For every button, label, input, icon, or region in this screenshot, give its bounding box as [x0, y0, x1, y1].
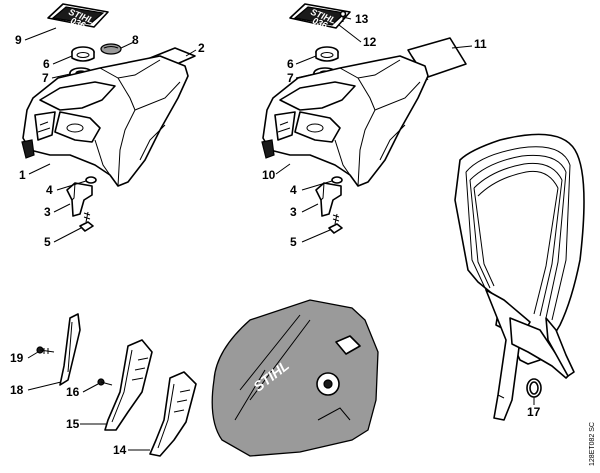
callout-2: 2: [198, 41, 205, 55]
screw-16: [97, 378, 113, 386]
callout-3-right: 3: [290, 205, 297, 219]
callout-19: 19: [10, 351, 24, 365]
screw-19: [36, 346, 55, 354]
callout-9: 9: [15, 33, 22, 47]
grommet-6: [71, 46, 95, 62]
shroud-10: [261, 55, 429, 187]
ring-17: [526, 378, 542, 398]
callout-12: 12: [363, 35, 377, 49]
screw-5-right: [328, 213, 343, 234]
plug-8: [100, 43, 122, 55]
bracket-3: [66, 182, 93, 217]
left-shroud-assembly: STIHL 036: [21, 3, 196, 232]
callout-4-left: 4: [46, 183, 53, 197]
decal-9: STIHL 036: [47, 3, 109, 31]
callout-17: 17: [527, 405, 541, 419]
right-shroud-assembly: STIHL 036: [261, 3, 467, 234]
screw-5: [79, 211, 94, 232]
shroud-1: [21, 55, 189, 187]
sprocket-cover: STIHL: [211, 299, 379, 457]
leader-lines: [24, 16, 535, 451]
part-18: [59, 313, 81, 386]
grommet-6-right: [315, 46, 339, 62]
plate-15: [104, 339, 153, 431]
callout-14: 14: [113, 443, 127, 457]
callout-8: 8: [132, 33, 139, 47]
callout-16: 16: [66, 385, 80, 399]
callout-5-left: 5: [44, 235, 51, 249]
callout-numbers: 9 8 2 6 7 1 4 3 5 13 12 11 6 7 10 4 3 5 …: [10, 12, 541, 457]
reference-code: 128ET082 SC: [589, 422, 596, 466]
callout-4-right: 4: [290, 183, 297, 197]
callout-3-left: 3: [44, 205, 51, 219]
callout-10: 10: [262, 168, 276, 182]
callout-5-right: 5: [290, 235, 297, 249]
callout-6-right: 6: [287, 57, 294, 71]
plate-14: [149, 371, 197, 457]
callout-1: 1: [19, 168, 26, 182]
callout-7-left: 7: [42, 71, 49, 85]
washer-4-right: [331, 176, 343, 184]
callout-11: 11: [474, 37, 487, 51]
callout-15: 15: [66, 417, 80, 431]
washer-4: [85, 176, 97, 184]
pin-13: [339, 10, 347, 22]
handlebar: [454, 133, 585, 421]
callout-7-right: 7: [287, 71, 294, 85]
callout-18: 18: [10, 383, 24, 397]
bracket-3-right: [315, 182, 342, 217]
callout-13: 13: [355, 12, 369, 26]
callout-6-left: 6: [43, 57, 50, 71]
